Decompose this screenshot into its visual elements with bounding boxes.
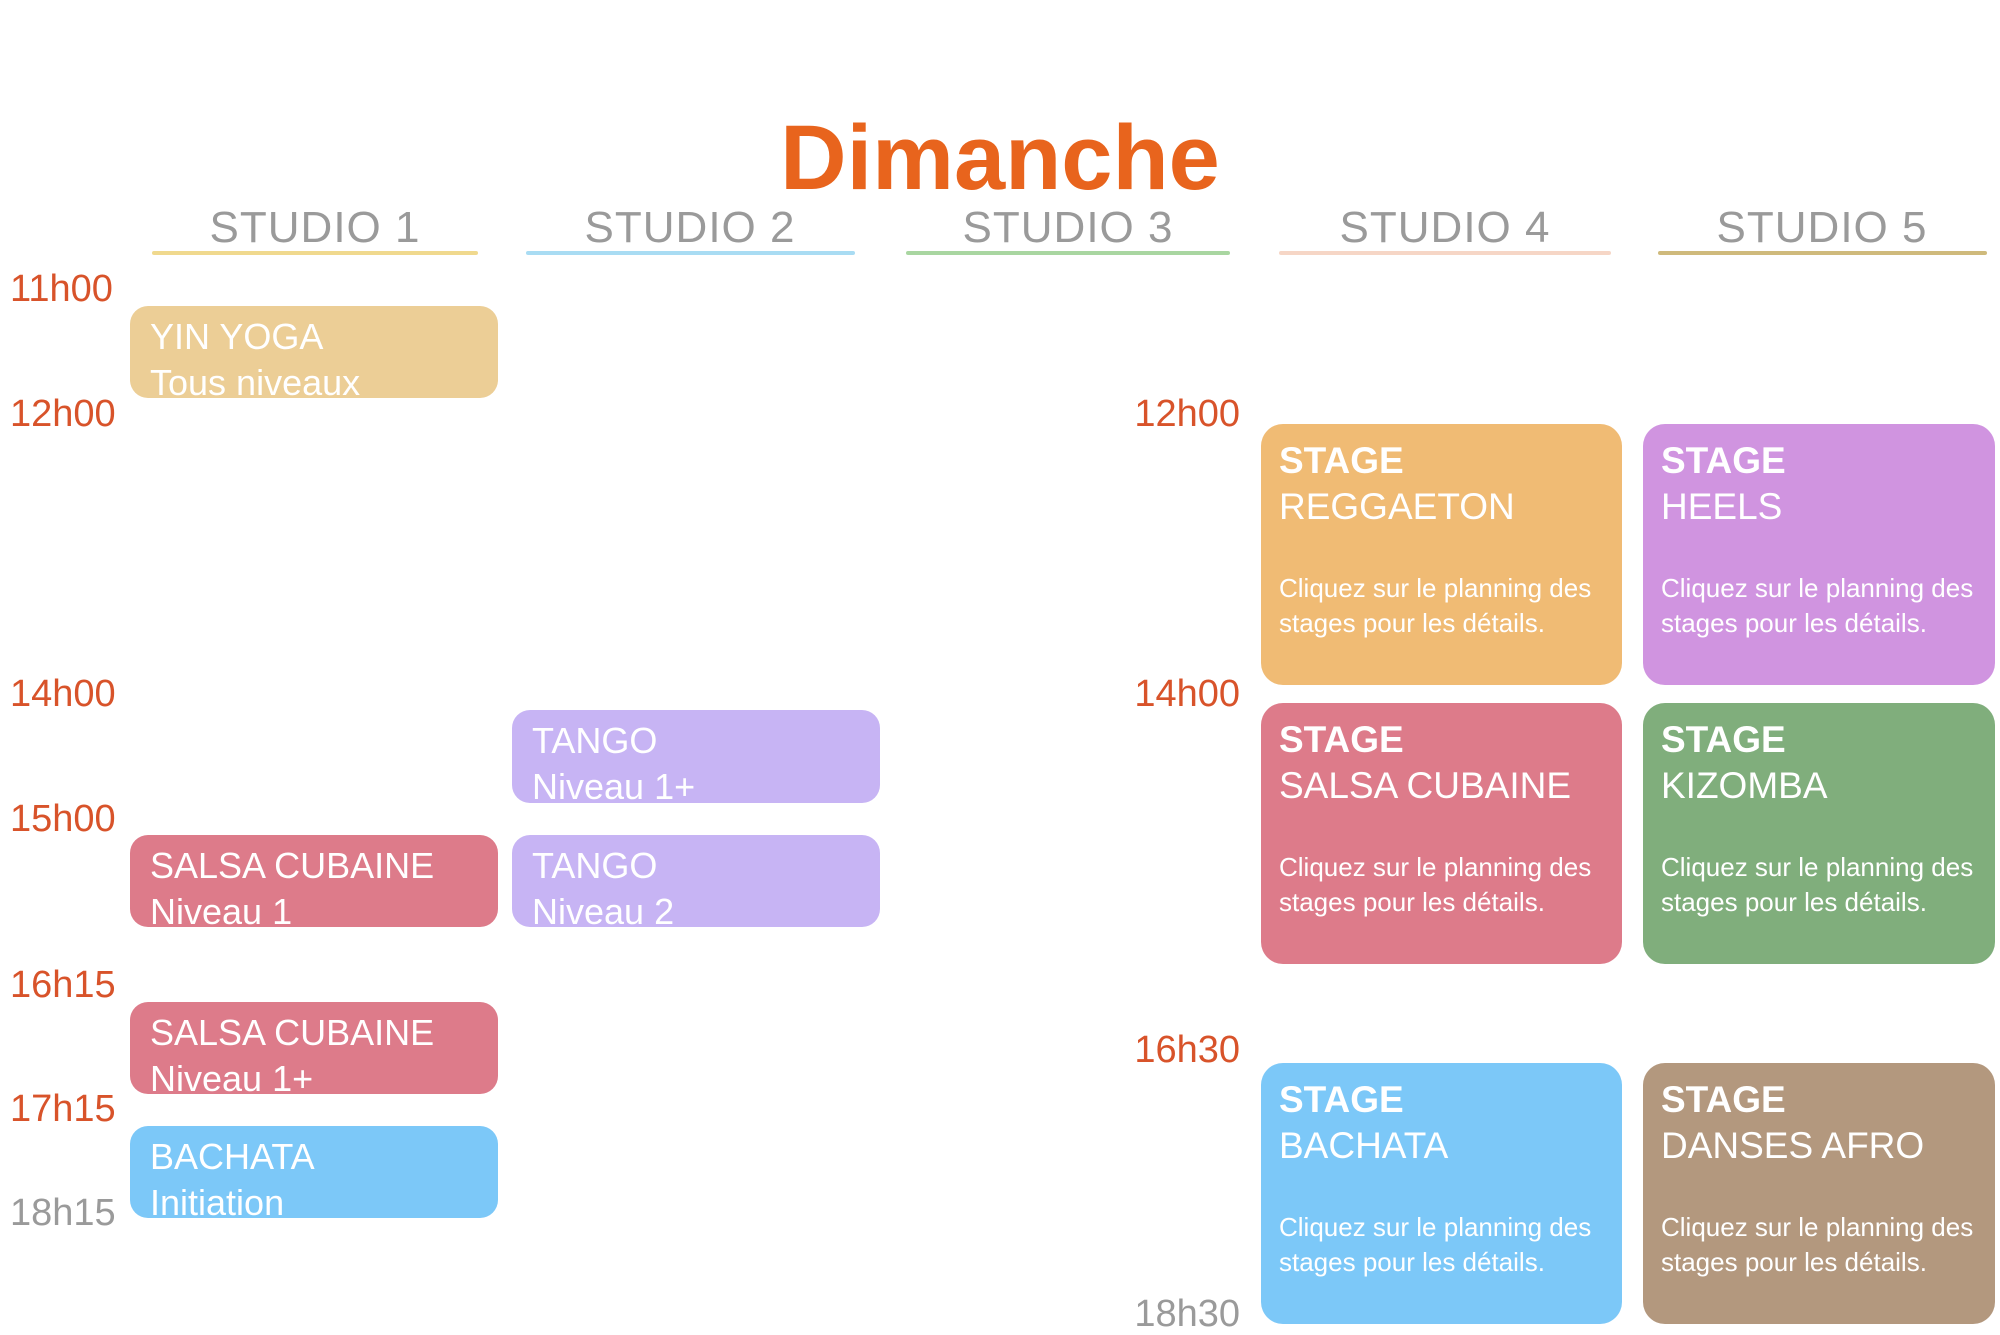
studio-header-3: STUDIO 3 [962, 203, 1174, 252]
class-level: Niveau 1+ [532, 765, 696, 807]
time-label-mid-14h00: 14h00 [1134, 673, 1240, 715]
time-label-16h15: 16h15 [10, 964, 116, 1006]
stage-note: Cliquez sur le planning des stages pour … [1279, 1211, 1592, 1278]
time-label-14h00: 14h00 [10, 673, 116, 715]
stage-block[interactable]: STAGE DANSES AFRO Cliquez sur le planning … [1643, 1063, 1995, 1324]
time-label-mid-16h30: 16h30 [1134, 1029, 1240, 1071]
studio-underline-4 [1279, 251, 1611, 255]
stage-kind: STAGE [1661, 1079, 1786, 1120]
time-label-mid-12h00: 12h00 [1134, 393, 1240, 435]
time-label-12h00: 12h00 [10, 393, 116, 435]
stage-note: Cliquez sur le planning des stages pour … [1661, 572, 1974, 639]
stage-note: Cliquez sur le planning des stages pour … [1279, 851, 1592, 918]
class-name: TANGO [532, 845, 658, 886]
studio-underline-3 [906, 251, 1230, 255]
class-level: Niveau 1 [150, 890, 293, 932]
stage-name: HEELS [1661, 486, 1783, 528]
class-level: Niveau 2 [532, 890, 675, 932]
page-title: Dimanche [780, 106, 1220, 209]
stage-note: Cliquez sur le planning des stages pour … [1279, 572, 1592, 639]
stage-kind: STAGE [1279, 440, 1404, 481]
class-level: Tous niveaux [150, 361, 361, 403]
stage-kind: STAGE [1661, 440, 1786, 481]
time-label-mid-18h30: 18h30 [1134, 1293, 1240, 1335]
studio-underline-2 [526, 251, 855, 255]
studio-header-5: STUDIO 5 [1716, 203, 1928, 252]
class-name: BACHATA [150, 1136, 315, 1177]
class-level: Niveau 1+ [150, 1057, 314, 1099]
stage-name: DANSES AFRO [1661, 1125, 1925, 1167]
class-name: SALSA CUBAINE [150, 845, 435, 886]
time-label-15h00: 15h00 [10, 798, 116, 840]
class-name: SALSA CUBAINE [150, 1012, 435, 1053]
stage-kind: STAGE [1279, 1079, 1404, 1120]
stage-kind: STAGE [1661, 719, 1786, 760]
stage-block[interactable]: STAGE HEELS Cliquez sur le planning des st… [1643, 424, 1995, 685]
class-name: TANGO [532, 720, 658, 761]
time-label-18h15: 18h15 [10, 1192, 116, 1234]
studio-underline-1 [152, 251, 478, 255]
stage-note: Cliquez sur le planning des stages pour … [1661, 1211, 1974, 1278]
stage-name: KIZOMBA [1661, 765, 1828, 807]
stage-block[interactable]: STAGE BACHATA Cliquez sur le planning des … [1261, 1063, 1622, 1324]
stage-kind: STAGE [1279, 719, 1404, 760]
stage-name: BACHATA [1279, 1125, 1449, 1167]
class-level: Initiation [150, 1181, 285, 1223]
time-label-11h00: 11h00 [10, 268, 113, 310]
stage-note: Cliquez sur le planning des stages pour … [1661, 851, 1974, 918]
stage-block[interactable]: STAGE REGGAETON Cliquez sur le planning de… [1261, 424, 1622, 685]
studio-header-4: STUDIO 4 [1339, 203, 1551, 252]
time-label-17h15: 17h15 [10, 1088, 116, 1130]
stage-name: SALSA CUBAINE [1279, 765, 1572, 807]
studio-header-1: STUDIO 1 [209, 203, 421, 252]
stage-name: REGGAETON [1279, 486, 1515, 528]
stage-block[interactable]: STAGE SALSA CUBAINE Cliquez sur le plannin… [1261, 703, 1622, 964]
stage-block[interactable]: STAGE KIZOMBA Cliquez sur le planning des … [1643, 703, 1995, 964]
studio-underline-5 [1658, 251, 1987, 255]
studio-header-2: STUDIO 2 [584, 203, 796, 252]
class-name: YIN YOGA [150, 316, 324, 357]
